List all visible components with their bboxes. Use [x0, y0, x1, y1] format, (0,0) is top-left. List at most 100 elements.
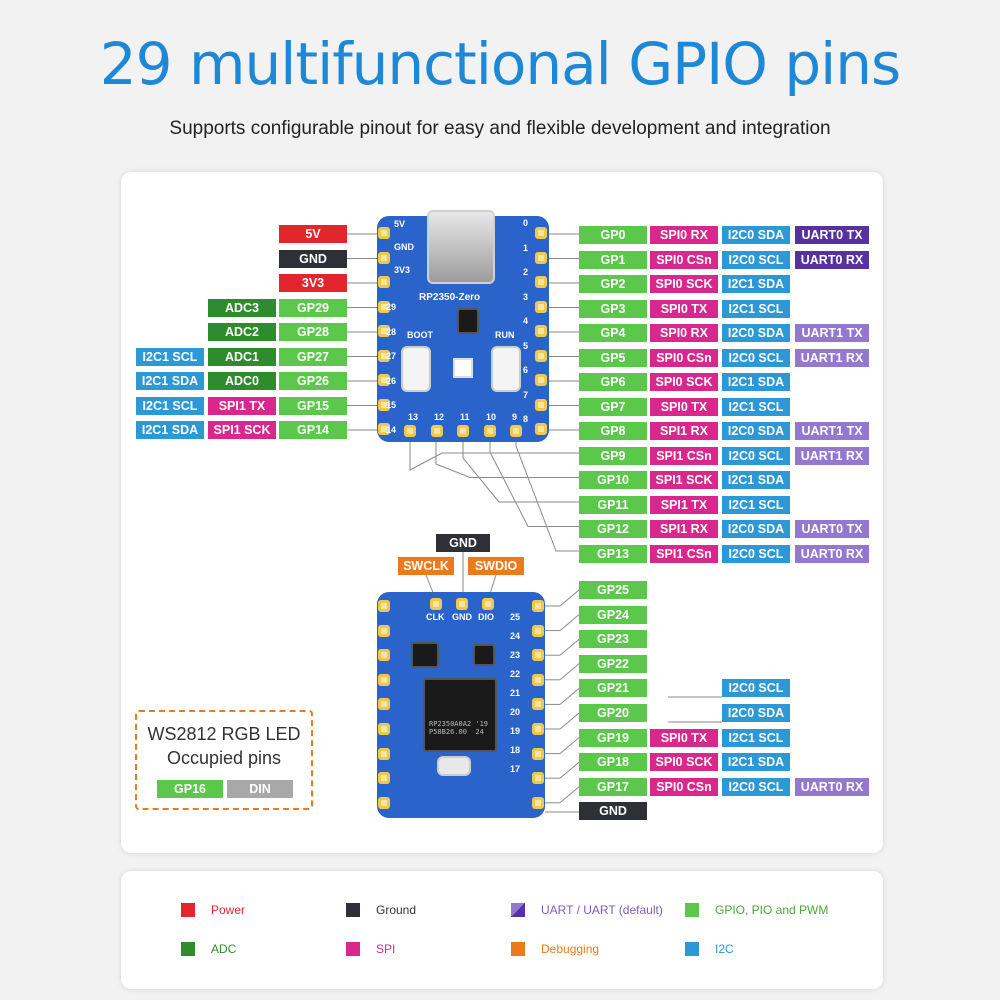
connector-line [489, 440, 579, 527]
connector-line [559, 638, 580, 656]
pin-label-gp27: GP27 [279, 347, 347, 366]
pin-label-gnd: GND [279, 249, 347, 268]
top-board-pin-number: 10 [486, 412, 497, 422]
legend-swatch [685, 942, 699, 956]
pin-label-5v: 5V [279, 225, 347, 243]
legend-label: Power [211, 903, 246, 917]
legend-item-i2c: I2C [685, 942, 734, 956]
bottom-board-right-pad [532, 747, 544, 760]
connector-line [462, 440, 579, 503]
debug-swdio-label: SWDIO [468, 557, 524, 575]
flash-chip [411, 642, 439, 668]
pin-label-uart1-rx: UART1 RX [795, 446, 869, 465]
debug-gnd-label: GND [436, 534, 490, 552]
pin-label-spi0-tx: SPI0 TX [650, 397, 718, 416]
connector-line [559, 688, 580, 705]
pin-label-gp22: GP22 [579, 654, 647, 673]
connector-line [559, 614, 580, 631]
pin-label-gp29: GP29 [279, 298, 347, 317]
pin-label-gp23: GP23 [579, 630, 647, 649]
bottom-board-right-pad [532, 649, 544, 662]
pin-label-uart1-tx: UART1 TX [795, 422, 869, 440]
top-board-silk: GND [394, 242, 414, 252]
pin-label-i2c0-sda: I2C0 SDA [722, 324, 790, 342]
top-board-bottom-pad [404, 425, 416, 437]
pin-label-gp10: GP10 [579, 471, 647, 489]
pin-label-i2c0-sda: I2C0 SDA [722, 520, 790, 538]
top-board-left-pad [378, 325, 390, 337]
pin-label-i2c1-scl: I2C1 SCL [722, 728, 790, 747]
pin-label-spi0-sck: SPI0 SCK [650, 373, 718, 391]
bottom-board-pin-number: 17 [510, 764, 521, 774]
legend-swatch [511, 903, 525, 917]
legend-swatch [685, 903, 699, 917]
connector-line [435, 440, 579, 478]
boot-button[interactable] [401, 346, 431, 392]
rgb-led [453, 358, 473, 378]
pin-label-i2c1-sda: I2C1 SDA [136, 372, 204, 390]
note-pin-din: DIN [227, 780, 293, 798]
top-board-right-pad [535, 300, 547, 313]
pin-label-i2c1-scl: I2C1 SCL [722, 397, 790, 416]
legend-item-adc: ADC [181, 942, 236, 956]
top-board-pin-number: 29 [386, 302, 397, 312]
pin-label-uart1-rx: UART1 RX [795, 348, 869, 367]
board-name: RP2350-Zero [419, 292, 481, 303]
pin-label-gp26: GP26 [279, 372, 347, 390]
bottom-board-pin-number: 25 [510, 612, 521, 622]
bottom-board-silk: DIO [478, 612, 495, 622]
top-board-pin-number: 27 [386, 351, 397, 361]
bottom-board-right-pad [532, 600, 544, 612]
legend-label: I2C [715, 942, 734, 956]
pin-label-spi0-sck: SPI0 SCK [650, 275, 718, 293]
pin-label-gp28: GP28 [279, 323, 347, 341]
note-subtitle: Occupied pins [166, 748, 282, 768]
legend-item-uart-uart-default: UART / UART (default) [511, 903, 663, 917]
run-button[interactable] [491, 346, 521, 392]
pin-label-i2c1-scl: I2C1 SCL [722, 299, 790, 318]
top-board-left-pad [378, 374, 390, 386]
legend-panel [121, 871, 883, 989]
top-board-pin-number: 12 [434, 412, 445, 422]
bottom-board-right-pad [532, 723, 544, 735]
top-board-left-pad [378, 276, 390, 288]
legend-item-power: Power [181, 903, 245, 917]
top-board-pin-number: 6 [523, 365, 529, 375]
bottom-board-left-pad [378, 723, 390, 735]
pin-label-spi1-tx: SPI1 TX [208, 396, 276, 415]
top-board-pin-number: 28 [386, 326, 397, 337]
note-title: WS2812 RGB LED [147, 724, 301, 744]
top-board-left-pad [378, 349, 390, 362]
top-board-right-pad [535, 374, 547, 386]
pin-label-spi1-csn: SPI1 CSn [650, 544, 718, 563]
pin-label-i2c0-scl: I2C0 SCL [722, 777, 790, 796]
pin-label-gp20: GP20 [579, 704, 647, 722]
bottom-board-right-pad [532, 796, 544, 809]
top-board-silk: 3V3 [394, 265, 411, 275]
page-title: 29 multifunctional GPIO pins [99, 30, 902, 98]
pin-label-gp7: GP7 [579, 397, 647, 416]
usb-c-connector [427, 210, 495, 284]
connector-line [559, 737, 580, 754]
pin-label-i2c1-sda: I2C1 SDA [722, 275, 790, 293]
pin-label-i2c0-sda: I2C0 SDA [722, 704, 790, 722]
top-board-left-pad [378, 227, 390, 239]
silk-run: RUN [495, 330, 515, 340]
top-board-left-pad [378, 398, 390, 411]
pin-label-i2c0-sda: I2C0 SDA [722, 422, 790, 440]
legend-swatch [181, 942, 195, 956]
legend-label: Ground [376, 903, 417, 917]
bottom-board-debug-pad [456, 598, 468, 610]
pin-label-gp15: GP15 [279, 396, 347, 415]
top-board-pin-number: 9 [512, 412, 518, 422]
pin-label-i2c1-scl: I2C1 SCL [722, 495, 790, 514]
pin-label-i2c1-sda: I2C1 SDA [136, 421, 204, 439]
note-pin-gp16: GP16 [157, 780, 223, 798]
top-board-right-pad [535, 227, 547, 239]
pin-label-gp17: GP17 [579, 777, 647, 796]
connector-line [559, 786, 580, 804]
bottom-board-right-pad [532, 772, 544, 785]
top-board-pin-number: 5 [523, 340, 529, 351]
pin-label-3v3: 3V3 [279, 274, 347, 292]
top-board-pin-number: 2 [523, 267, 529, 277]
